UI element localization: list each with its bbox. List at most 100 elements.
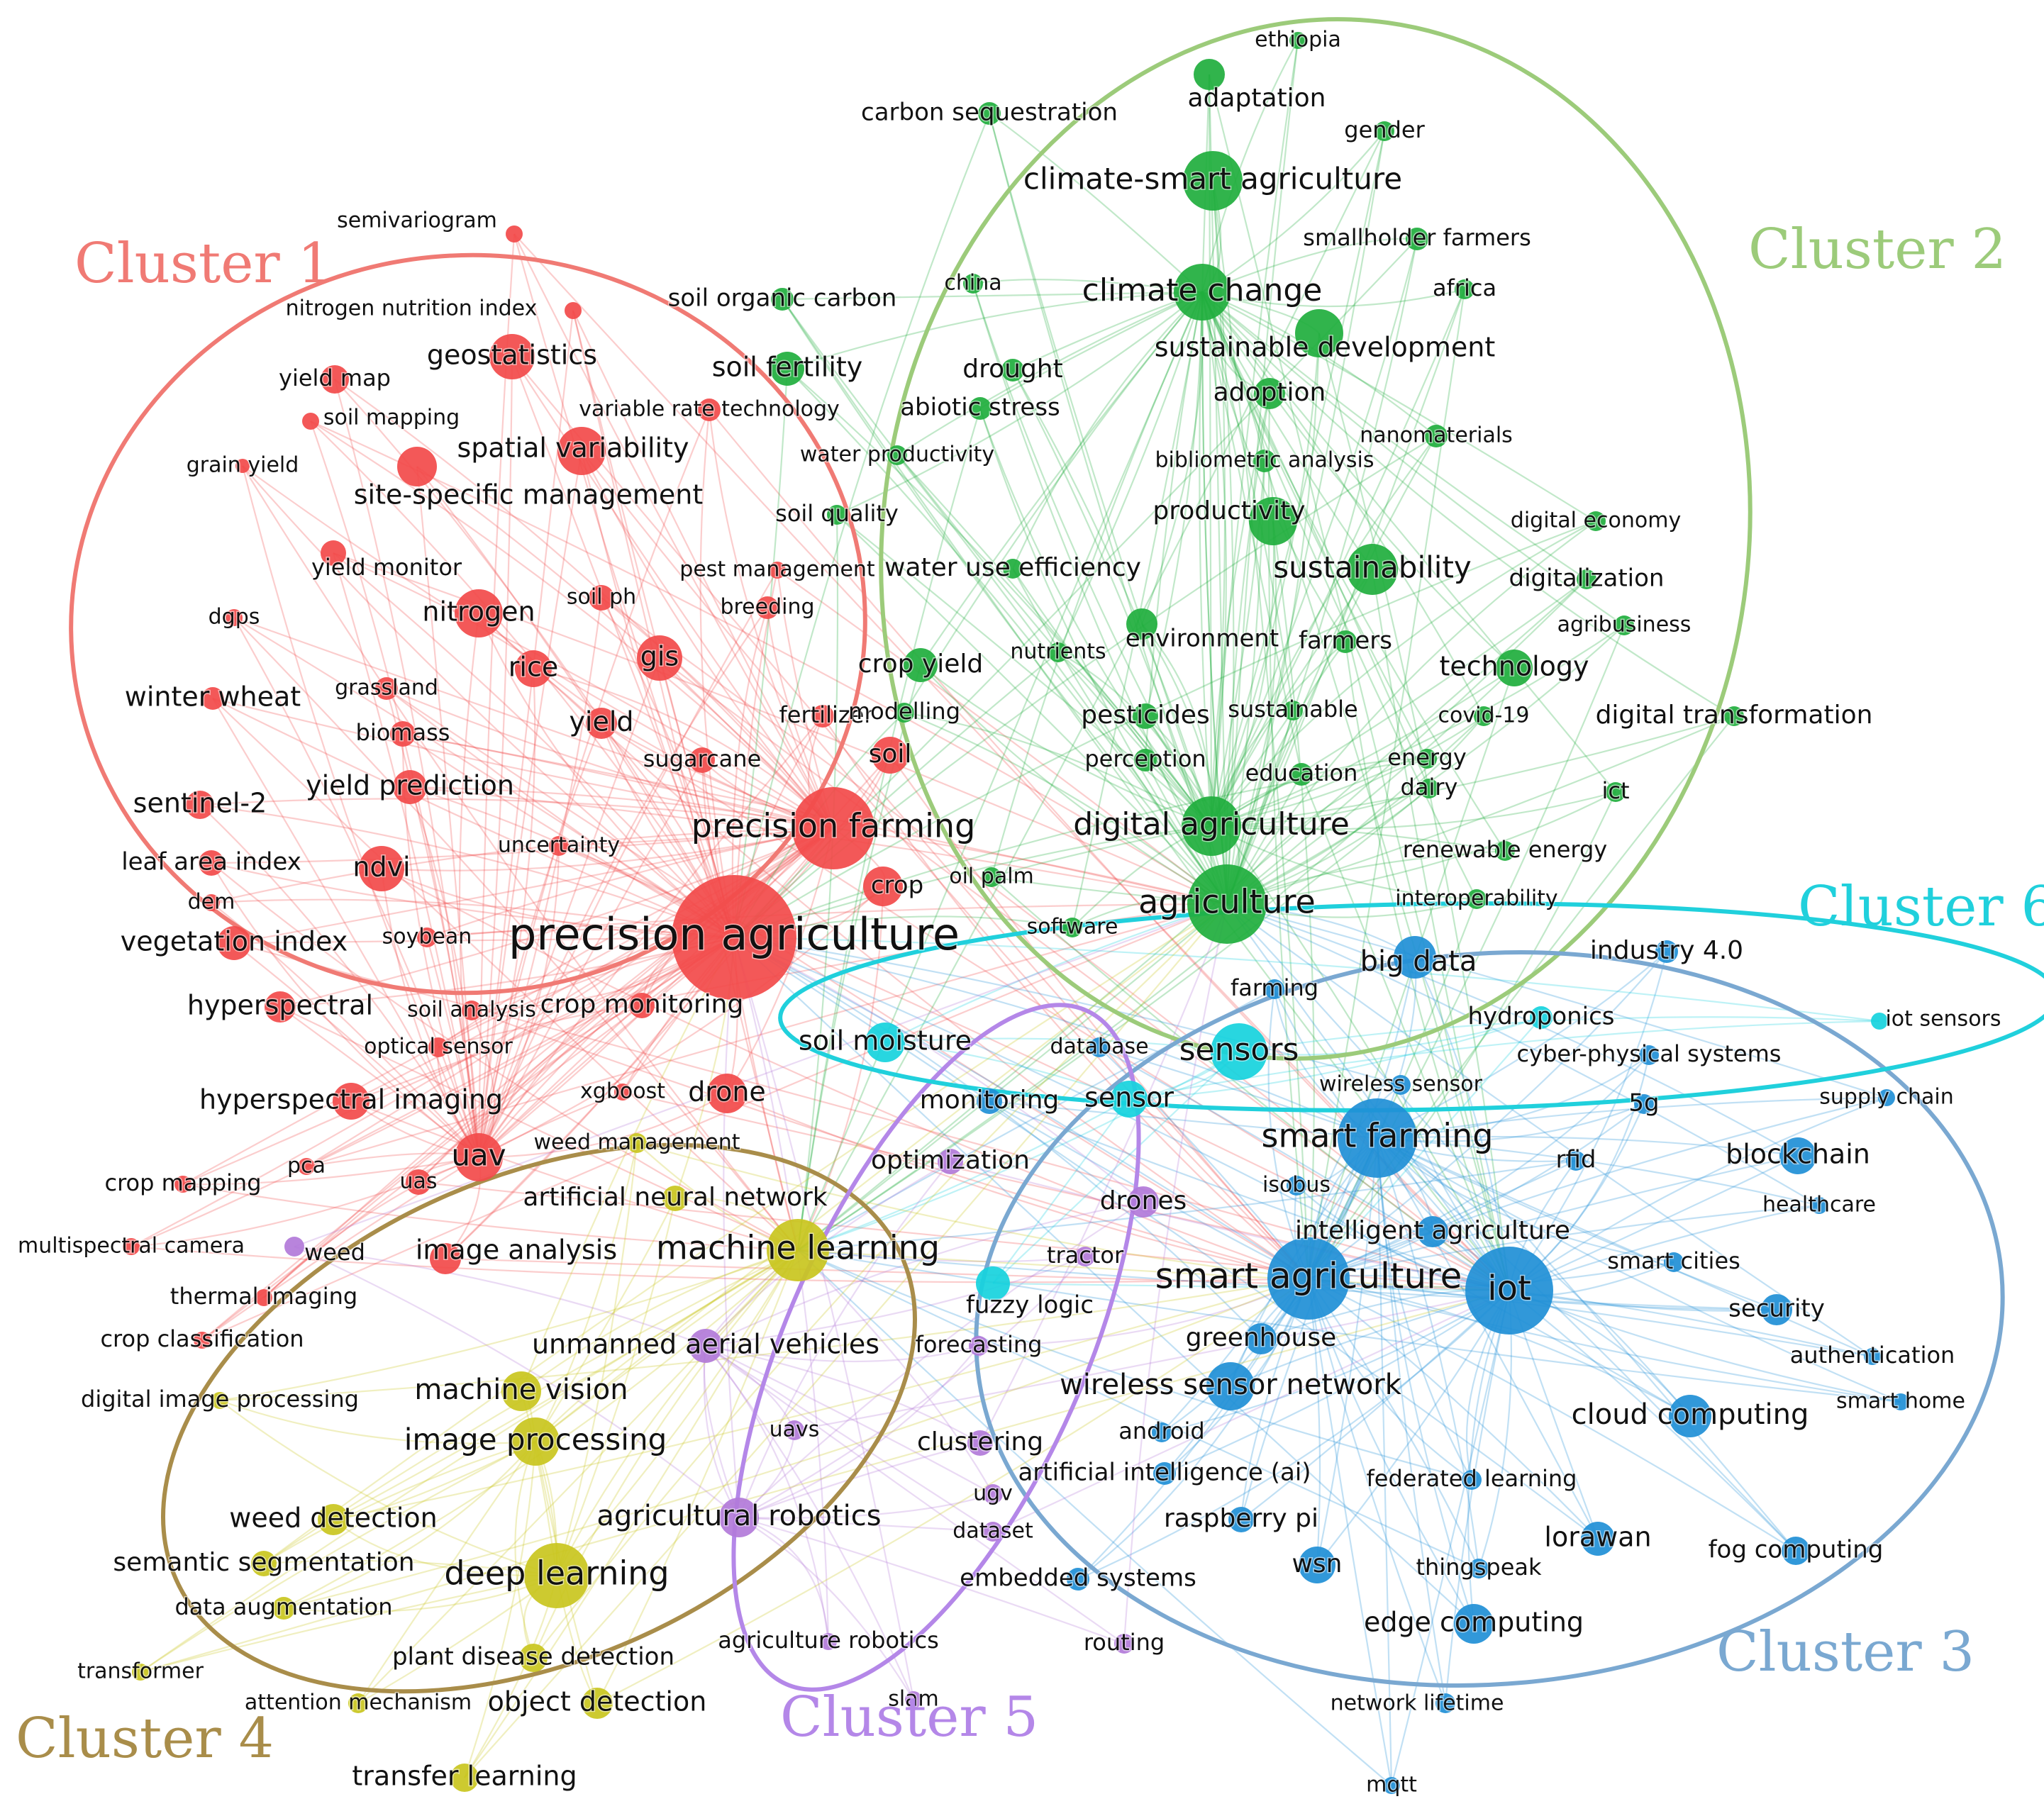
node-africa[interactable] — [1455, 279, 1474, 299]
node-soil-analysis[interactable] — [462, 1001, 482, 1020]
node-optimization[interactable] — [938, 1149, 963, 1174]
node-raspberry-pi[interactable] — [1228, 1507, 1254, 1532]
node-digital-transformation[interactable] — [1724, 706, 1744, 726]
node-intelligent-agriculture[interactable] — [1417, 1216, 1448, 1247]
node-carbon-sequestration[interactable] — [978, 102, 1001, 125]
node-image-analysis[interactable] — [430, 1243, 461, 1274]
node-modelling[interactable] — [894, 703, 914, 723]
node-geostatistics[interactable] — [489, 334, 535, 379]
node-smallholder-farmers[interactable] — [1406, 228, 1428, 250]
node-edge-computing[interactable] — [1454, 1604, 1494, 1644]
node-site-specific-management[interactable] — [397, 447, 437, 486]
node-hyperspectral-imaging[interactable] — [333, 1083, 370, 1120]
node-federated-learning[interactable] — [1462, 1470, 1482, 1490]
node-machine-vision[interactable] — [501, 1371, 541, 1411]
node-water-use-efficiency[interactable] — [1003, 559, 1023, 579]
node-sensor[interactable] — [1111, 1081, 1148, 1118]
node-fog-computing[interactable] — [1782, 1537, 1810, 1565]
node-clustering[interactable] — [967, 1430, 993, 1456]
node-optical-sensor[interactable] — [428, 1037, 448, 1057]
node-semivariogram[interactable] — [506, 225, 523, 243]
node-transfer-learning[interactable] — [450, 1764, 479, 1792]
node-ict[interactable] — [1606, 782, 1626, 802]
node-uav[interactable] — [455, 1133, 503, 1181]
node-xgboost[interactable] — [614, 1084, 631, 1101]
node-drones[interactable] — [1128, 1186, 1159, 1218]
node-pca[interactable] — [298, 1158, 315, 1175]
node-climate-change[interactable] — [1174, 264, 1231, 321]
node-farmers[interactable] — [1334, 630, 1357, 653]
node-dataset[interactable] — [983, 1522, 1003, 1542]
node-slam[interactable] — [905, 1691, 922, 1708]
node-cloud-computing[interactable] — [1669, 1395, 1711, 1437]
node-grassland[interactable] — [375, 677, 398, 700]
node-data-augmentation[interactable] — [272, 1597, 295, 1620]
node-greenhouse[interactable] — [1245, 1323, 1277, 1354]
node-soil-ph[interactable] — [589, 585, 614, 611]
node-yield-monitor[interactable] — [321, 540, 346, 566]
node-dairy[interactable] — [1419, 779, 1439, 798]
node-thermal-imaging[interactable] — [255, 1289, 272, 1306]
node-china[interactable] — [963, 274, 983, 294]
node-uncertainty[interactable] — [549, 836, 569, 856]
node-wsn[interactable] — [1299, 1547, 1335, 1583]
node-variable-rate-technology[interactable] — [698, 399, 721, 421]
node-soil-mapping[interactable] — [302, 413, 319, 430]
node-productivity[interactable] — [1249, 497, 1297, 545]
node-drought[interactable] — [1001, 359, 1024, 381]
node-digital-agriculture[interactable] — [1182, 796, 1241, 856]
node-nanomaterials[interactable] — [1425, 425, 1448, 447]
node-dgps[interactable] — [226, 609, 243, 626]
node-yield[interactable] — [586, 708, 617, 739]
node-routing[interactable] — [1114, 1634, 1134, 1654]
node-thingspeak[interactable] — [1469, 1559, 1489, 1578]
node-agriculture[interactable] — [1187, 864, 1267, 944]
node-uas[interactable] — [406, 1169, 431, 1195]
node-iot[interactable] — [1465, 1247, 1553, 1335]
node-blockchain[interactable] — [1779, 1137, 1816, 1174]
node-bibliometric-analysis[interactable] — [1253, 450, 1276, 472]
node-image-processing[interactable] — [511, 1417, 560, 1466]
node-nutrients[interactable] — [1048, 642, 1068, 662]
node-hydroponics[interactable] — [1530, 1006, 1553, 1029]
node-fertilizer[interactable] — [811, 705, 834, 728]
node-adoption[interactable] — [1254, 378, 1285, 409]
node-climate-smart-agriculture[interactable] — [1183, 151, 1243, 211]
node-artificial-intelligence-ai[interactable] — [1153, 1462, 1176, 1485]
node-dem[interactable] — [203, 894, 220, 911]
node-lorawan[interactable] — [1581, 1522, 1615, 1556]
node-sustainable-development[interactable] — [1295, 309, 1343, 357]
node-iot-sensors[interactable] — [1871, 1013, 1888, 1030]
node-soil-fertility[interactable] — [770, 352, 804, 386]
node-soil-organic-carbon[interactable] — [771, 288, 794, 311]
node-pest-management[interactable] — [769, 562, 786, 579]
node-smart-cities[interactable] — [1664, 1252, 1684, 1272]
node-perception[interactable] — [1134, 749, 1157, 771]
node-rfid[interactable] — [1566, 1151, 1586, 1171]
node-soil[interactable] — [872, 737, 909, 774]
node-wireless-sensor-network[interactable] — [1206, 1362, 1255, 1410]
node-vegetation-index[interactable] — [217, 926, 251, 960]
node-soybean[interactable] — [417, 928, 437, 947]
node-unmanned-aerial-vehicles[interactable] — [689, 1329, 723, 1363]
node-crop[interactable] — [863, 867, 903, 906]
node-soil-moisture[interactable] — [865, 1023, 905, 1062]
node-grain-yield[interactable] — [235, 459, 250, 473]
node-healthcare[interactable] — [1811, 1197, 1828, 1214]
node-sentinel-2[interactable] — [186, 791, 214, 819]
node-crop-classification[interactable] — [194, 1332, 211, 1349]
node-artificial-neural-network[interactable] — [662, 1186, 688, 1211]
node-ethiopia[interactable] — [1289, 32, 1306, 49]
node-covid-19[interactable] — [1474, 706, 1494, 726]
node-gis[interactable] — [637, 635, 682, 681]
node-5g[interactable] — [1634, 1094, 1654, 1114]
node-agricultural-robotics[interactable] — [719, 1498, 759, 1537]
node-embedded-systems[interactable] — [1067, 1568, 1089, 1591]
node-adaptation[interactable] — [1194, 59, 1225, 90]
node-biomass[interactable] — [390, 721, 416, 747]
node-crop-monitoring[interactable] — [629, 993, 655, 1018]
node-deep-learning[interactable] — [524, 1543, 589, 1608]
node-yield-map[interactable] — [321, 365, 349, 394]
node-industry-4-0[interactable] — [1655, 940, 1678, 963]
node-fuzzy-logic[interactable] — [976, 1266, 1010, 1300]
